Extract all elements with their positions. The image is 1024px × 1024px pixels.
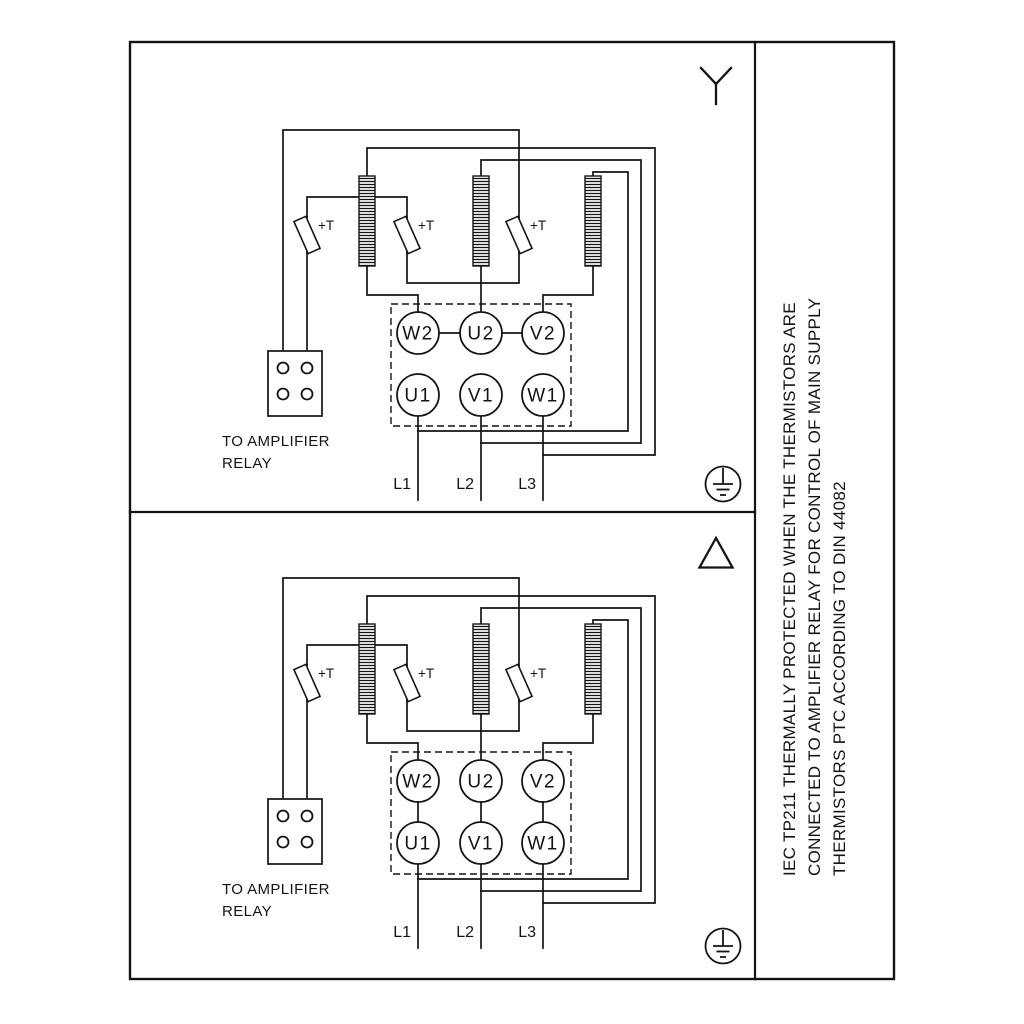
side-note: IEC TP211 THERMALLY PROTECTED WHEN THE T… (780, 298, 849, 876)
delta-bridge-links (417, 801, 544, 823)
side-note-line-2: CONNECTED TO AMPLIFIER RELAY FOR CONTROL… (805, 298, 824, 876)
star-symbol (699, 66, 733, 106)
delta-symbol (697, 535, 735, 569)
side-note-line-3: THERMISTORS PTC ACCORDING TO DIN 44082 (830, 481, 849, 876)
side-note-line-1: IEC TP211 THERMALLY PROTECTED WHEN THE T… (780, 302, 799, 876)
star-connection-diagram (222, 66, 742, 503)
delta-connection-diagram (222, 535, 742, 965)
outer-border (128, 40, 896, 981)
